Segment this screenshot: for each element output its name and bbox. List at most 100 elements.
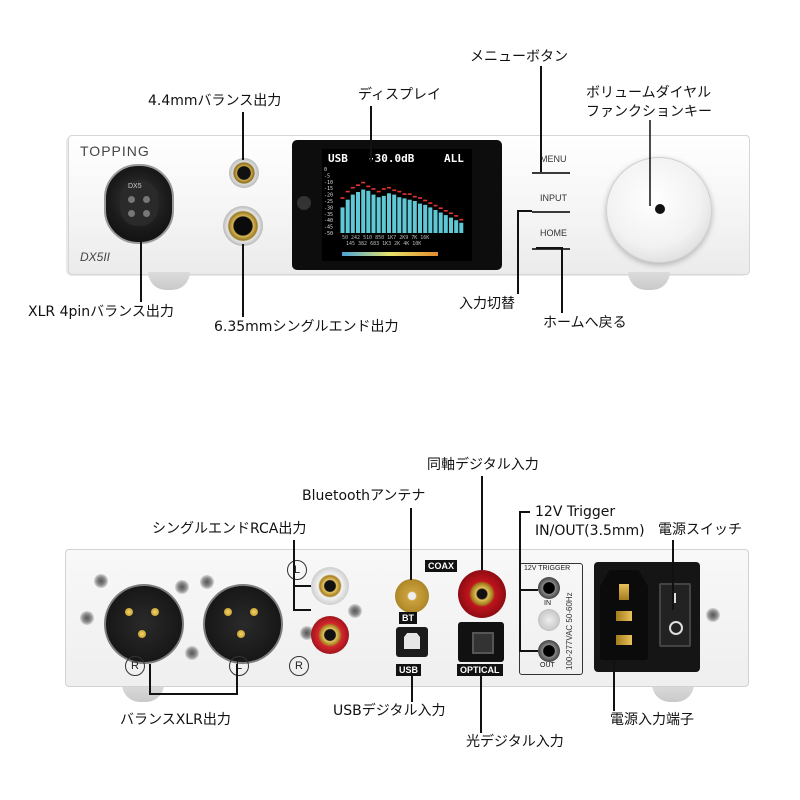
spectrum-bar — [449, 217, 453, 233]
xlr-pin — [125, 608, 133, 616]
menu-button-label: MENU — [540, 154, 567, 164]
input-button[interactable] — [532, 211, 570, 213]
spectrum-bar — [443, 215, 448, 233]
xlr-pin — [143, 210, 150, 217]
callout-display: ディスプレイ — [358, 87, 442, 103]
spectrum-bar — [350, 194, 355, 233]
callout-bt-antenna: Bluetoothアンテナ — [302, 488, 426, 504]
xlr-left-marker: L — [229, 656, 249, 676]
xlr-pin — [143, 196, 150, 203]
screw — [175, 580, 189, 594]
spectrum-peak — [376, 190, 381, 193]
spectrum-bar — [345, 199, 350, 233]
trigger-out-jack[interactable] — [538, 640, 560, 662]
scale-tick-label: -35 — [324, 212, 333, 218]
rca-output-left[interactable] — [311, 567, 349, 605]
spectrum-bar — [454, 220, 459, 233]
spectrum-peak — [397, 190, 402, 193]
xlr-pin — [224, 608, 232, 616]
spectrum-peak — [366, 185, 371, 188]
callout-xlr-4pin: XLR 4pinバランス出力 — [28, 304, 174, 320]
callout-xlr: バランスXLR出力 — [120, 712, 231, 728]
power-switch[interactable] — [659, 583, 691, 647]
callout-4-4mm-balanced: 4.4mmバランス出力 — [148, 93, 282, 109]
screw — [348, 604, 362, 618]
usb-b-socket — [404, 633, 420, 649]
screw — [300, 626, 314, 640]
coaxial-input-port[interactable] — [458, 570, 506, 618]
screen-input: USB — [328, 152, 348, 165]
xlr-output-right[interactable] — [104, 584, 184, 664]
callout-power-inlet: 電源入力端子 — [610, 712, 694, 728]
spectrum-bar — [423, 204, 428, 233]
usb-b-port[interactable] — [396, 627, 428, 657]
scale-tick-label: -45 — [324, 225, 333, 231]
home-button-label: HOME — [540, 228, 567, 238]
spectrum-peak — [454, 215, 459, 217]
spectrum-peak — [433, 204, 438, 207]
home-button[interactable] — [532, 248, 570, 250]
trigger-in-jack[interactable] — [538, 577, 560, 599]
scale-tick-label: -40 — [324, 218, 333, 224]
trigger-out-label: OUT — [540, 662, 555, 669]
spectrum-peak — [345, 190, 350, 193]
spectrum-peak — [449, 212, 453, 215]
model-name: DX5II — [80, 250, 111, 264]
bluetooth-antenna-port[interactable] — [395, 579, 429, 613]
spectrum-peak — [407, 193, 412, 195]
ir-sensor — [297, 196, 311, 210]
spectrum-bar — [418, 203, 422, 233]
screw — [706, 608, 720, 622]
iec-power-inlet[interactable] — [600, 570, 648, 660]
volume-bar — [342, 252, 438, 256]
spectrum-peak — [350, 186, 355, 189]
xlr-pin — [128, 196, 135, 203]
xlr-pin — [128, 210, 135, 217]
iec-pin — [616, 635, 632, 645]
iec-pin — [616, 611, 632, 621]
spectrum-peak — [387, 186, 391, 189]
scale-tick-label: -15 — [324, 186, 333, 192]
optical-input-port[interactable] — [458, 622, 504, 662]
xlr-output-left[interactable] — [203, 584, 283, 664]
brand-logo: TOPPING — [80, 143, 150, 159]
spectrum-bar — [387, 193, 391, 233]
trigger-title: 12V TRIGGER — [524, 565, 571, 572]
screw — [80, 611, 94, 625]
xlr-4pin-mark: DX5 — [128, 183, 142, 190]
scale-tick-label: -50 — [324, 231, 333, 237]
xlr-4pin-port[interactable]: DX5 — [104, 164, 174, 244]
spectrum-peak — [392, 189, 397, 192]
spectrum-bar — [433, 210, 438, 233]
callout-trigger: 12V Trigger IN/OUT(3.5mm) — [535, 504, 645, 539]
screw — [185, 646, 199, 660]
jack-4-4mm[interactable] — [229, 158, 259, 188]
trigger-in-label: IN — [544, 600, 551, 607]
xlr-pin — [250, 608, 258, 616]
menu-button[interactable] — [532, 172, 570, 174]
rca-output-right[interactable] — [311, 616, 349, 654]
volume-knob-indicator — [655, 204, 665, 214]
spectrum-analyzer: 0-5-10-15-20-25-30-35-40-45-50 — [324, 167, 464, 237]
spectrum-bar — [428, 207, 433, 233]
callout-optical: 光デジタル入力 — [466, 734, 564, 750]
display-screen: USB -30.0dB ALL 0-5-10-15-20-25-30-35-40… — [322, 149, 472, 261]
spectrum-bar — [340, 207, 345, 233]
spectrum-peak — [356, 184, 360, 186]
trigger-mid-screw — [538, 609, 560, 631]
xlr-4pin-insert: DX5 — [120, 180, 158, 226]
spectrum-peak — [459, 218, 464, 221]
spectrum-bar — [361, 189, 366, 233]
iec-pin — [619, 584, 629, 600]
jack-6-35mm[interactable] — [223, 206, 263, 246]
scale-tick-label: -5 — [324, 173, 330, 179]
callout-volume-dial: ボリュームダイヤル ファンクションキー — [586, 85, 712, 120]
spectrum-bar — [459, 222, 464, 233]
spectrum-bar — [356, 192, 360, 233]
spectrum-peak — [402, 193, 407, 195]
scale-tick-label: -30 — [324, 205, 333, 211]
freq-labels-bottom: 145 382 683 1K3 2K 4K 10K — [346, 241, 422, 247]
spectrum-bar — [392, 194, 397, 233]
xlr-pin — [237, 630, 245, 638]
spectrum-peak — [443, 210, 448, 212]
